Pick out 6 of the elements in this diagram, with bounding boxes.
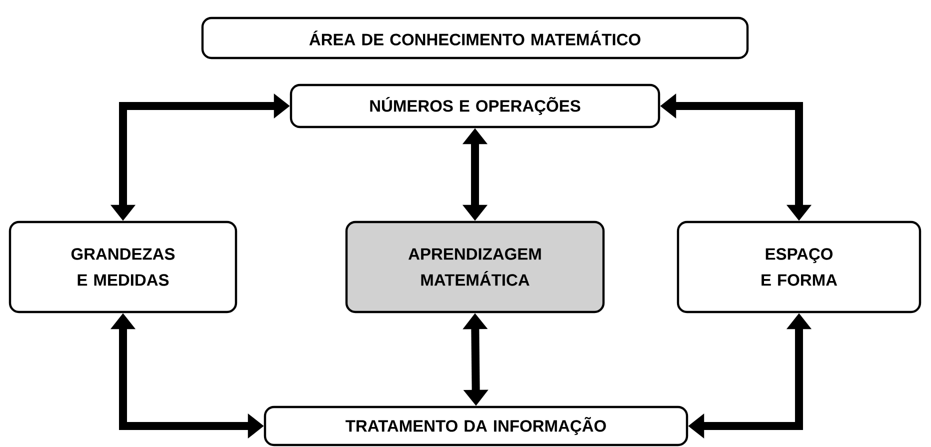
topic-box: ESPAÇO E FORMA	[676, 220, 922, 314]
topic-box: GRANDEZAS E MEDIDAS	[8, 220, 238, 314]
topic-box: TRATAMENTO DA INFORMAÇÃO	[264, 406, 688, 446]
center-box: APRENDIZAGEM MATEMÁTICA	[345, 220, 605, 314]
topic-box: NÚMEROS E OPERAÇÕES	[290, 84, 660, 128]
title-box: ÁREA DE CONHECIMENTO MATEMÁTICO	[201, 16, 749, 60]
